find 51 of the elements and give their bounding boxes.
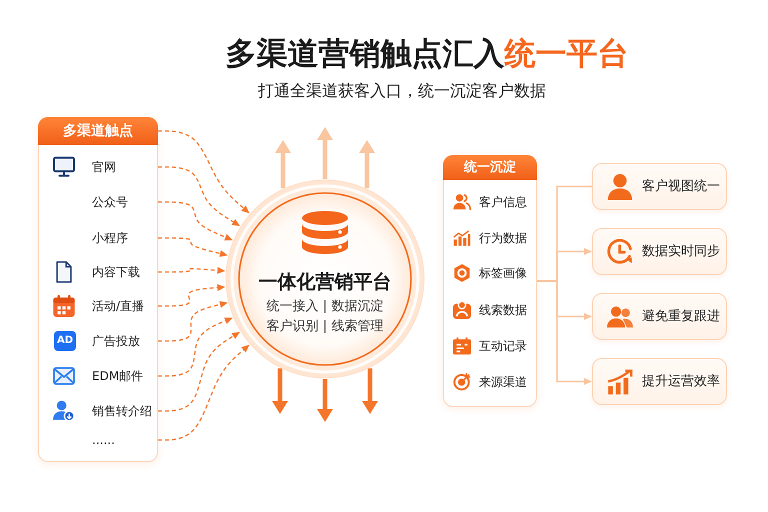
arrow <box>537 280 592 385</box>
dashed-arrow <box>158 266 226 274</box>
platform-circle <box>225 179 425 379</box>
platform-title: 一体化营销平台 <box>258 270 392 294</box>
panel-header: 统一沉淀 <box>443 155 537 180</box>
channel-label: 内容下载 <box>92 264 140 280</box>
benefit-label: 数据实时同步 <box>642 242 720 260</box>
arrow <box>317 127 333 179</box>
arrow <box>272 368 288 414</box>
benefit-card <box>592 163 727 210</box>
dashed-arrow <box>158 284 226 307</box>
channel-label: 销售转介绍 <box>92 403 152 419</box>
title: 多渠道营销触点汇入统一平台 <box>226 36 628 74</box>
benefit-label: 提升运营效率 <box>642 372 720 390</box>
benefit-card <box>592 228 727 275</box>
subtitle: 打通全渠道获客入口，统一沉淀客户数据 <box>258 81 546 100</box>
dashed-arrow <box>158 344 250 441</box>
ad-badge: AD <box>54 331 76 351</box>
arrow <box>275 140 291 188</box>
item-label: 行为数据 <box>479 230 527 246</box>
benefit-label: 客户视图统一 <box>642 178 720 196</box>
item-label: 来源渠道 <box>479 374 527 390</box>
channel-label: 公众号 <box>92 194 128 210</box>
item-label: 互动记录 <box>479 338 527 354</box>
channel-panel <box>38 117 158 462</box>
item-label: 客户信息 <box>479 194 527 210</box>
dashed-arrow <box>158 318 233 377</box>
panel-header: 多渠道触点 <box>38 117 158 145</box>
dashed-arrow <box>158 201 233 240</box>
dashed-arrow <box>158 130 250 214</box>
channel-label: 活动/直播 <box>92 298 144 314</box>
feature-line: 统一接入 | 数据沉淀 <box>266 298 384 316</box>
channel-label: EDM邮件 <box>92 368 144 384</box>
arrow <box>317 379 333 422</box>
arrow <box>359 140 375 188</box>
item-label: 线索数据 <box>479 302 527 318</box>
item-label: 标签画像 <box>479 265 527 281</box>
dashed-arrow <box>158 301 228 342</box>
channel-label: 官网 <box>92 159 116 175</box>
benefit-card <box>592 293 727 340</box>
data-panel <box>443 155 537 407</box>
arrow <box>362 368 378 414</box>
benefit-label: 避免重复跟进 <box>642 308 720 326</box>
dashed-arrow <box>158 237 228 257</box>
dashed-arrow <box>158 166 240 226</box>
channel-label: 广告投放 <box>92 333 140 349</box>
channel-label: ...... <box>92 432 115 448</box>
benefit-card <box>592 358 727 405</box>
feature-line: 客户识别 | 线索管理 <box>266 318 384 336</box>
dashed-arrow <box>158 332 240 412</box>
channel-label: 小程序 <box>92 230 128 246</box>
